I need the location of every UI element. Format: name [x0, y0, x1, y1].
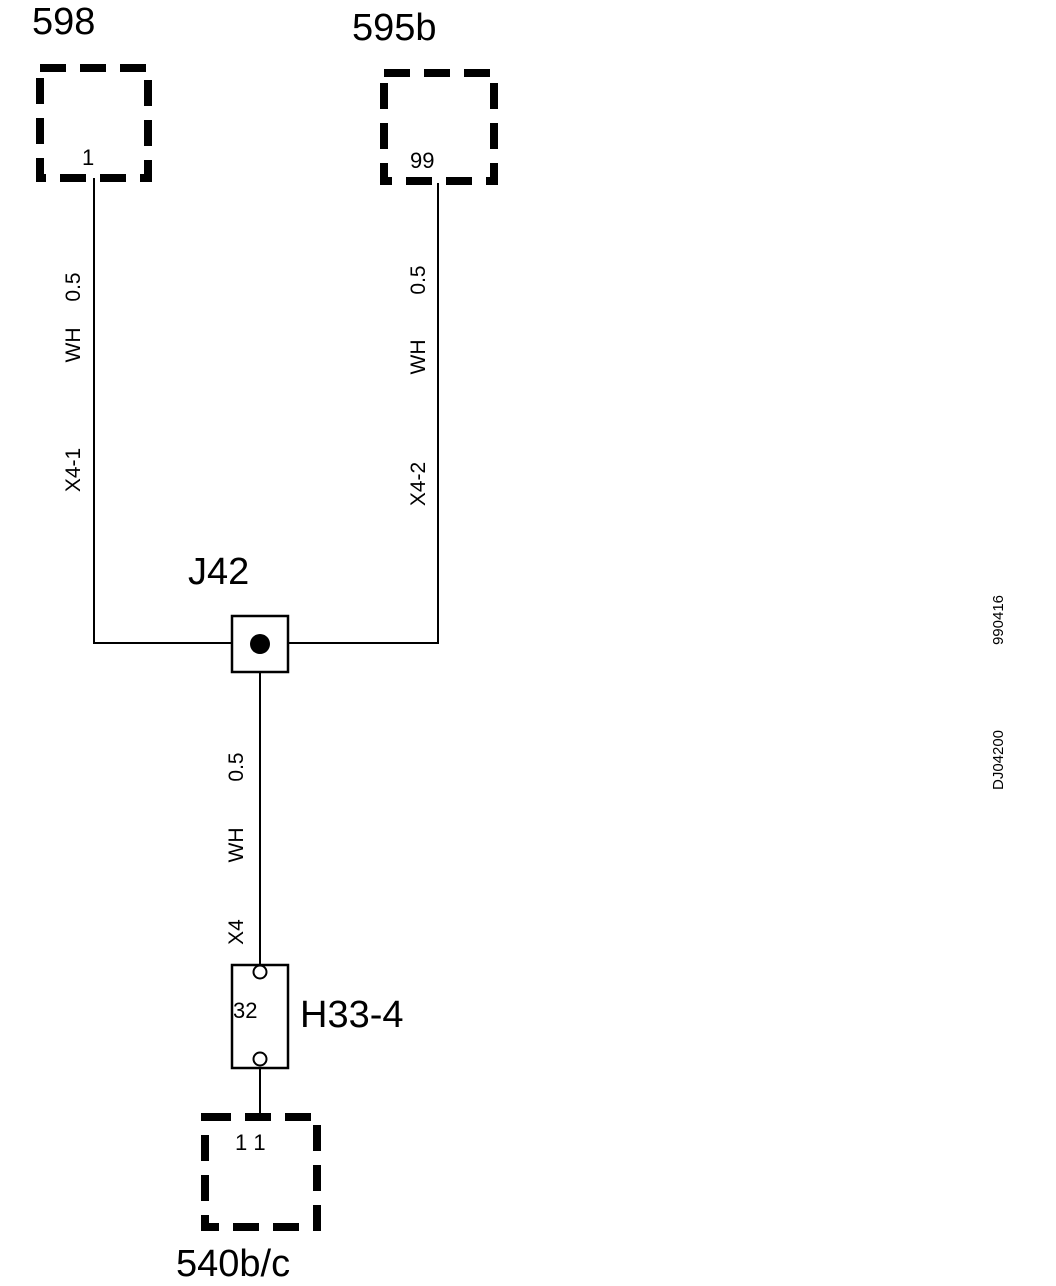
- reference-code-bottom: DJ04200: [990, 730, 1007, 790]
- junction-j42[interactable]: J42: [188, 551, 290, 674]
- splice-h33-4-pin: 32: [233, 998, 257, 1023]
- wire-right-color: WH: [407, 340, 430, 375]
- wire-bottom-id: X4: [225, 919, 248, 945]
- wire-left-color: WH: [62, 328, 85, 363]
- wire-bottom-color: WH: [225, 828, 248, 863]
- splice-h33-4-label: H33-4: [300, 994, 404, 1036]
- connector-540bc-pin: 1 1: [235, 1130, 266, 1155]
- wire-left[interactable]: [93, 178, 232, 644]
- connector-540bc-outline: [201, 1113, 321, 1231]
- connector-595b-outline: [380, 69, 498, 185]
- connector-598-label: 598: [32, 1, 95, 43]
- wire-right-size: 0.5: [407, 265, 430, 294]
- splice-h33-4[interactable]: 32 H33-4: [230, 963, 404, 1070]
- wire-bottom-size: 0.5: [225, 752, 248, 781]
- connector-540bc[interactable]: 1 1 540b/c: [176, 1113, 321, 1285]
- splice-bottom-terminal: [252, 1051, 268, 1067]
- wire-right[interactable]: [288, 183, 439, 644]
- connector-595b[interactable]: 595b 99: [352, 7, 498, 185]
- junction-j42-label: J42: [188, 551, 249, 593]
- wire-left-id: X4-1: [62, 448, 85, 492]
- connector-540bc-label: 540b/c: [176, 1243, 290, 1285]
- connector-598[interactable]: 598 1: [32, 1, 152, 182]
- splice-h33-4-box: [230, 963, 290, 1070]
- wire-left-size: 0.5: [62, 272, 85, 301]
- connector-595b-pin: 99: [410, 148, 434, 173]
- splice-top-terminal: [252, 964, 268, 980]
- junction-j42-dot: [250, 634, 270, 654]
- reference-code-top: 990416: [990, 595, 1007, 645]
- connector-598-outline: [36, 64, 152, 182]
- wire-right-id: X4-2: [407, 462, 430, 506]
- connector-598-pin: 1: [82, 145, 94, 170]
- connector-595b-label: 595b: [352, 7, 437, 49]
